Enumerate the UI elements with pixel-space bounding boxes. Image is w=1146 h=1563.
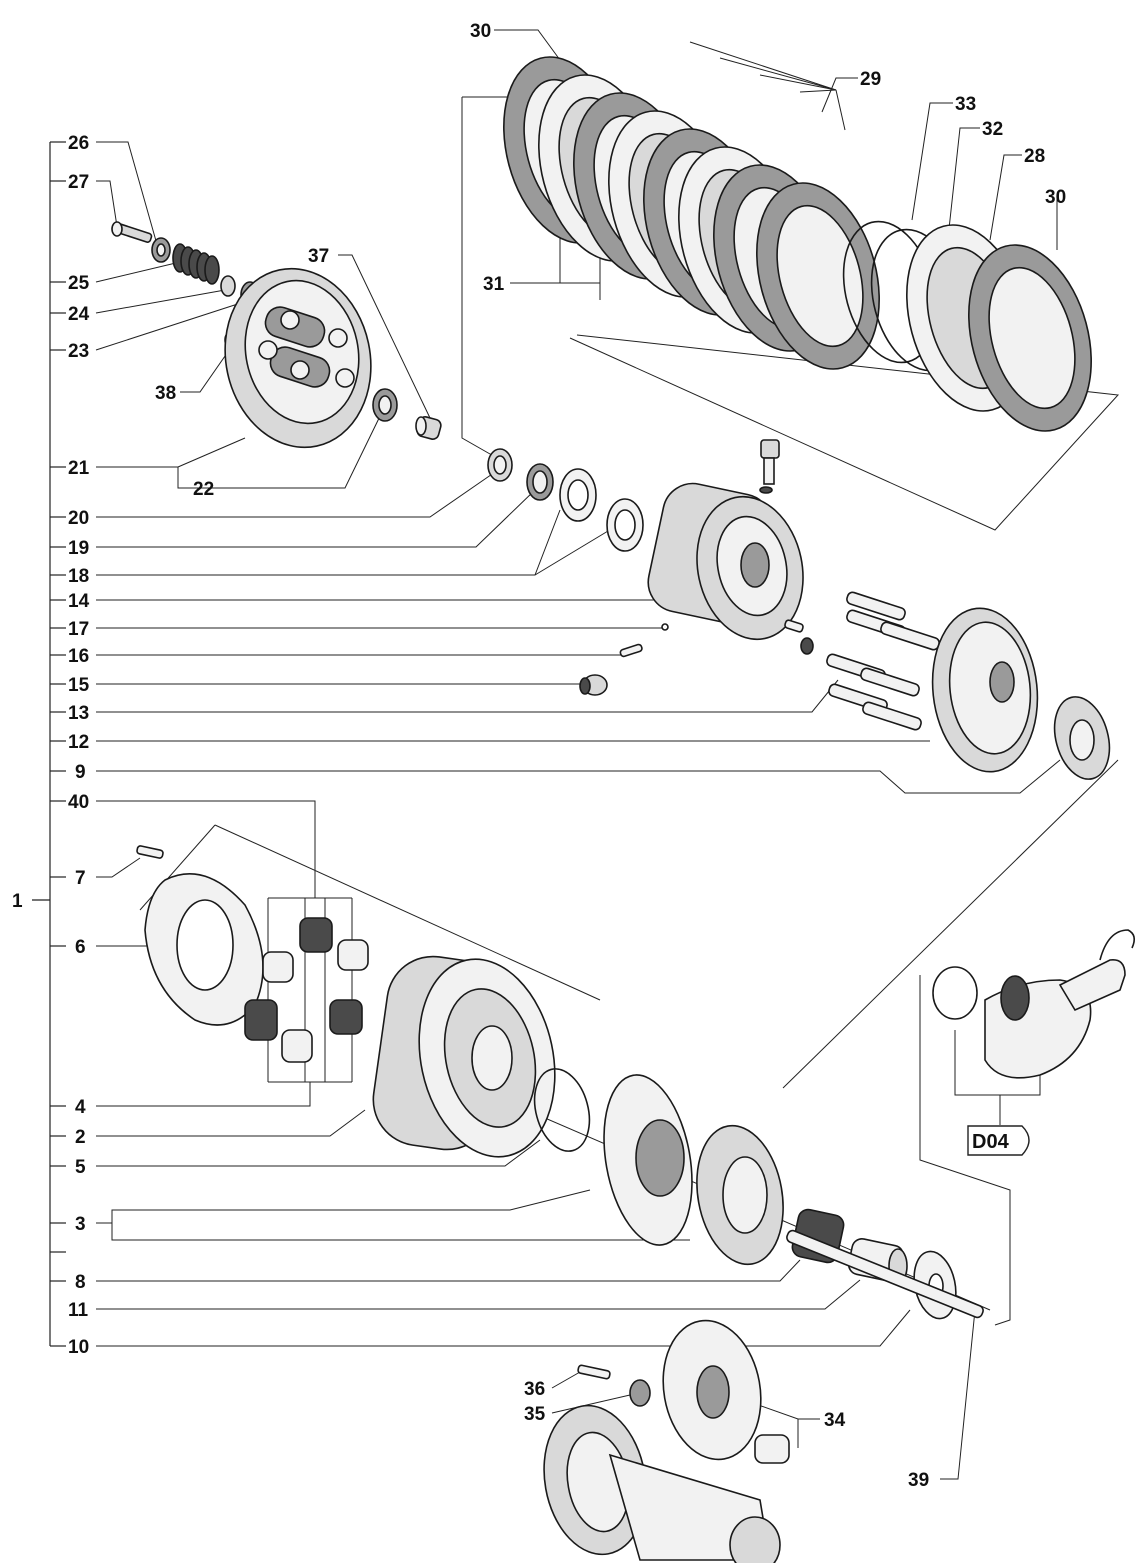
bolt-27 bbox=[111, 221, 153, 243]
bush-37 bbox=[415, 416, 442, 440]
pin-spring-top bbox=[759, 439, 780, 494]
label-30-top: 30 bbox=[470, 21, 491, 42]
label-36: 36 bbox=[524, 1379, 545, 1400]
label-23: 23 bbox=[68, 341, 89, 362]
label-4: 4 bbox=[75, 1097, 86, 1118]
label-8: 8 bbox=[75, 1272, 86, 1293]
label-17: 17 bbox=[68, 619, 89, 640]
d04-badge[interactable]: D04 bbox=[967, 1125, 1030, 1156]
label-5: 5 bbox=[75, 1157, 86, 1178]
label-2: 2 bbox=[75, 1127, 86, 1148]
d04-assembly bbox=[932, 929, 1136, 1079]
clutch-drum-2 bbox=[372, 955, 556, 1158]
label-10: 10 bbox=[68, 1337, 89, 1358]
label-19: 19 bbox=[68, 538, 89, 559]
o-ring-5 bbox=[533, 1068, 591, 1152]
backplate-12 bbox=[931, 607, 1039, 773]
label-38: 38 bbox=[155, 383, 176, 404]
label-12: 12 bbox=[68, 732, 89, 753]
pin-16 bbox=[619, 643, 643, 658]
label-13: 13 bbox=[68, 703, 89, 724]
label-35: 35 bbox=[524, 1404, 546, 1425]
shaft-39 bbox=[786, 1229, 984, 1319]
washer-24 bbox=[220, 275, 236, 297]
label-40: 40 bbox=[68, 792, 89, 813]
pins-13 bbox=[826, 591, 940, 731]
bearing-22 bbox=[372, 388, 398, 422]
washer-19 bbox=[526, 463, 554, 501]
d04-badge-text: D04 bbox=[972, 1131, 1010, 1153]
label-21: 21 bbox=[68, 458, 90, 479]
spring-25 bbox=[172, 243, 220, 285]
label-14: 14 bbox=[68, 591, 90, 612]
part-labels: 1 26 27 25 24 23 38 21 22 37 20 19 18 14… bbox=[12, 21, 1066, 1491]
label-15: 15 bbox=[68, 675, 90, 696]
label-16: 16 bbox=[68, 646, 89, 667]
hub-nut-20 bbox=[487, 448, 513, 482]
pressure-plate-21 bbox=[224, 267, 372, 449]
screw-7 bbox=[136, 845, 164, 859]
label-25: 25 bbox=[68, 273, 90, 294]
label-31: 31 bbox=[483, 274, 505, 295]
flange-plate-6 bbox=[144, 873, 264, 1026]
label-11: 11 bbox=[68, 1300, 89, 1321]
label-18: 18 bbox=[68, 566, 89, 587]
label-24: 24 bbox=[68, 304, 90, 325]
label-28: 28 bbox=[1024, 146, 1045, 167]
ball-17 bbox=[661, 623, 669, 631]
label-33: 33 bbox=[955, 94, 976, 115]
lower-gear-assembly bbox=[543, 1319, 790, 1563]
index-tree bbox=[32, 141, 66, 1347]
label-7: 7 bbox=[75, 868, 86, 889]
label-34: 34 bbox=[824, 1410, 846, 1431]
label-22: 22 bbox=[193, 479, 214, 500]
label-6: 6 bbox=[75, 937, 86, 958]
label-3: 3 bbox=[75, 1214, 86, 1235]
spring-parts-hub bbox=[784, 619, 814, 655]
label-29: 29 bbox=[860, 69, 881, 90]
clutch-hub-14 bbox=[647, 482, 804, 641]
label-37: 37 bbox=[308, 246, 329, 267]
clutch-plate-stack bbox=[503, 56, 1092, 432]
roller-15 bbox=[579, 674, 608, 696]
dampers-40 bbox=[244, 917, 369, 1063]
label-1: 1 bbox=[12, 891, 23, 912]
lock-plates-18 bbox=[559, 468, 644, 552]
label-39: 39 bbox=[908, 1470, 929, 1491]
primary-gear-3 bbox=[603, 1074, 784, 1266]
label-26: 26 bbox=[68, 133, 89, 154]
label-27: 27 bbox=[68, 172, 89, 193]
label-30-right: 30 bbox=[1045, 187, 1066, 208]
label-20: 20 bbox=[68, 508, 89, 529]
label-32: 32 bbox=[982, 119, 1003, 140]
washer-9 bbox=[1053, 696, 1111, 780]
label-9: 9 bbox=[75, 762, 86, 783]
